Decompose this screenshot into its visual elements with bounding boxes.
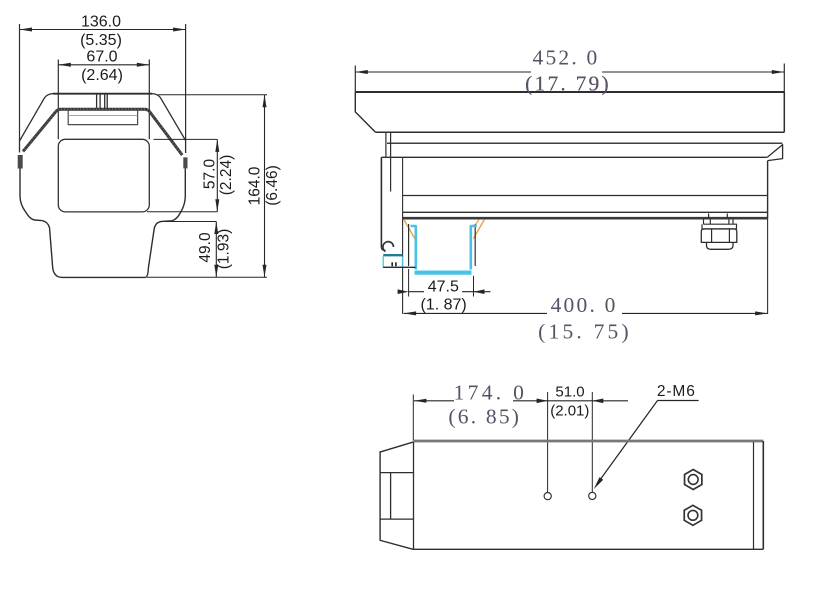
svg-text:(2.64): (2.64) [81,67,123,84]
svg-text:(15. 75): (15. 75) [538,319,632,343]
svg-text:(6.46): (6.46) [264,165,281,206]
svg-text:57.0: 57.0 [202,159,219,190]
svg-text:400. 0: 400. 0 [551,293,618,317]
svg-text:(17. 79): (17. 79) [525,72,611,96]
svg-text:49.0: 49.0 [197,232,214,263]
svg-text:47.5: 47.5 [428,278,459,295]
svg-text:(6. 85): (6. 85) [448,404,521,428]
svg-text:136.0: 136.0 [81,13,121,30]
svg-text:(1. 87): (1. 87) [420,297,466,314]
svg-text:(5.35): (5.35) [80,32,122,49]
svg-text:174. 0: 174. 0 [454,381,528,405]
svg-text:(2.01): (2.01) [550,403,589,420]
svg-text:67.0: 67.0 [86,49,117,66]
svg-text:(1.93): (1.93) [216,229,233,270]
svg-text:452. 0: 452. 0 [533,46,600,70]
svg-text:164.0: 164.0 [247,166,264,205]
svg-text:(2.24): (2.24) [218,155,235,196]
svg-text:51.0: 51.0 [555,384,584,401]
svg-text:2-M6: 2-M6 [657,383,696,400]
